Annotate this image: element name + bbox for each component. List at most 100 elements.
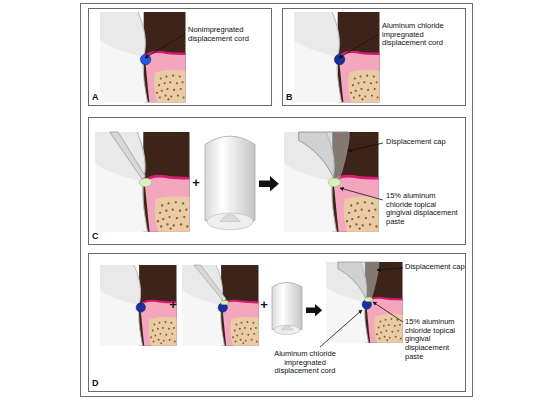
bone-dot (180, 88, 182, 90)
bone-dot (355, 223, 357, 225)
tooth-illustration (182, 265, 259, 346)
bone-dot (363, 81, 365, 83)
bone-dot (379, 321, 381, 323)
bone-dot (169, 339, 171, 341)
bone-dot (361, 209, 363, 211)
bone-dot (235, 324, 237, 326)
bone-dot (169, 81, 171, 83)
bone-dot (356, 202, 358, 204)
leader-line (373, 302, 403, 322)
bone-dot (352, 84, 354, 86)
leader-line (320, 310, 362, 347)
callout-label: 15% aluminum chloride topical gingival d… (405, 318, 465, 361)
bone-dot (160, 342, 162, 344)
displacement-cap-figure (272, 282, 302, 334)
bone-dot (399, 324, 401, 326)
bone-dot (371, 202, 373, 204)
cap-opening (207, 213, 253, 230)
bone-dot (359, 95, 361, 97)
bone-dot (172, 75, 174, 77)
bone-dot (348, 212, 350, 214)
bone-dot (180, 223, 182, 225)
bone-dot (241, 322, 243, 324)
displacement-cap-overlay (299, 132, 349, 181)
bone-dot (173, 89, 175, 91)
bone-dot (371, 95, 373, 97)
bone-dot (350, 92, 352, 94)
bone-dot (159, 333, 161, 335)
bone-dot (251, 339, 253, 341)
bone (374, 314, 402, 343)
bone (155, 196, 190, 232)
bone-dot (360, 88, 362, 90)
bone-dot (378, 327, 380, 329)
bone-dot (346, 220, 348, 222)
tooth (182, 265, 225, 346)
bone-dot (397, 330, 399, 332)
cap-notch (220, 214, 240, 221)
bone-dot (368, 210, 370, 212)
tooth-crown (100, 12, 145, 57)
bone-dot (153, 341, 155, 343)
bone-dot (361, 98, 363, 100)
panel-letter: C (92, 232, 99, 241)
bone-dot (241, 333, 243, 335)
bone-dot (234, 330, 236, 332)
bone-dot (157, 220, 159, 222)
displacement-paste (328, 178, 341, 186)
bone-dot (167, 202, 169, 204)
bone-dot (164, 82, 166, 84)
bone (230, 317, 258, 346)
panel-letter: A (92, 93, 99, 102)
bone-dot (367, 89, 369, 91)
bone-dot (159, 322, 161, 324)
bone-dot (173, 327, 175, 329)
tooth (294, 12, 342, 102)
bone-dot (376, 333, 378, 335)
bone-dot (380, 332, 382, 334)
bone-dot (154, 335, 156, 337)
bone-dot (364, 201, 366, 203)
displacement-cord (136, 303, 145, 312)
bone-dot (163, 340, 165, 342)
bone-dot (235, 341, 237, 343)
bone-dot (358, 227, 360, 229)
step-arrow (259, 176, 279, 191)
bone-dot (350, 204, 352, 206)
bone-dot (174, 341, 176, 343)
bone-texture (376, 318, 402, 341)
bone-dot (161, 90, 163, 92)
tooth-crown (95, 132, 145, 181)
bone-dot (161, 204, 163, 206)
tooth (100, 12, 148, 102)
bone-texture (150, 321, 176, 344)
bone-dot (250, 328, 252, 330)
panel-letter: B (286, 93, 293, 102)
bone-dot (247, 321, 249, 323)
callout-label: Nonimpregnated displacement cord (188, 26, 268, 43)
panel-letter: D (92, 379, 99, 388)
bone-dot (349, 225, 351, 227)
bone-dot (400, 338, 402, 340)
callout-label: Displacement cap (405, 263, 465, 272)
cap-opening (274, 325, 300, 334)
bone-dot (357, 216, 359, 218)
bone-dot (395, 336, 397, 338)
bone-dot (167, 98, 169, 100)
bone-texture (350, 75, 379, 101)
bone-dot (374, 88, 376, 90)
bone-dot (182, 81, 184, 83)
displacement-cap-figure (205, 136, 255, 230)
bone-dot (186, 225, 188, 227)
bone-dot (388, 324, 390, 326)
bone-dot (165, 334, 167, 336)
bone-dot (384, 336, 386, 338)
bone-dot (245, 340, 247, 342)
cap-body (272, 282, 302, 332)
leader-line (377, 268, 403, 270)
bone-dot (386, 339, 388, 341)
bone-texture (157, 201, 189, 230)
plus-sign: + (190, 176, 202, 191)
tooth-illustration (100, 12, 186, 102)
bone-dot (358, 82, 360, 84)
